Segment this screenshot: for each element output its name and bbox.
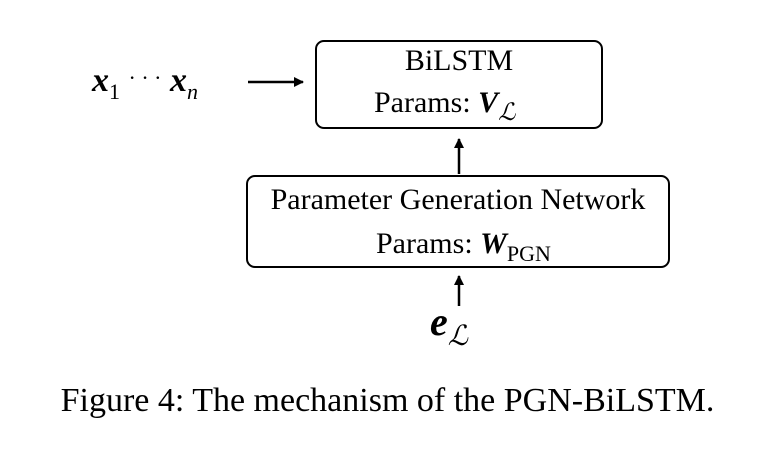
input-dots: · · · [128, 65, 162, 90]
pgn-params-subscript: PGN [506, 241, 551, 266]
pgn-params-label: Params: [376, 227, 473, 260]
input-sequence-label: x1 · · · xn [92, 62, 198, 103]
pgn-params: Params: WPGN [376, 227, 551, 265]
pgn-params-symbol: W [480, 227, 507, 260]
embedding-subscript: ℒ [447, 319, 468, 352]
embedding-symbol: e [430, 299, 448, 344]
bilstm-params-label: Params: [374, 86, 471, 119]
figure-caption: Figure 4: The mechanism of the PGN-BiLST… [60, 382, 715, 419]
bilstm-title: BiLSTM [404, 44, 514, 77]
embedding-label: eℒ [430, 299, 468, 350]
input-x1-subscript: 1 [109, 79, 120, 104]
pgn-box [246, 175, 670, 268]
bilstm-params-symbol: V [478, 86, 499, 119]
bilstm-box [315, 40, 603, 129]
bilstm-params: Params: Vℒ [374, 86, 515, 125]
input-xn: x [169, 62, 187, 99]
pgn-title: Parameter Generation Network [270, 183, 646, 216]
input-xn-subscript: n [186, 79, 198, 104]
input-x1: x [92, 62, 109, 99]
bilstm-params-subscript: ℒ [498, 98, 516, 126]
